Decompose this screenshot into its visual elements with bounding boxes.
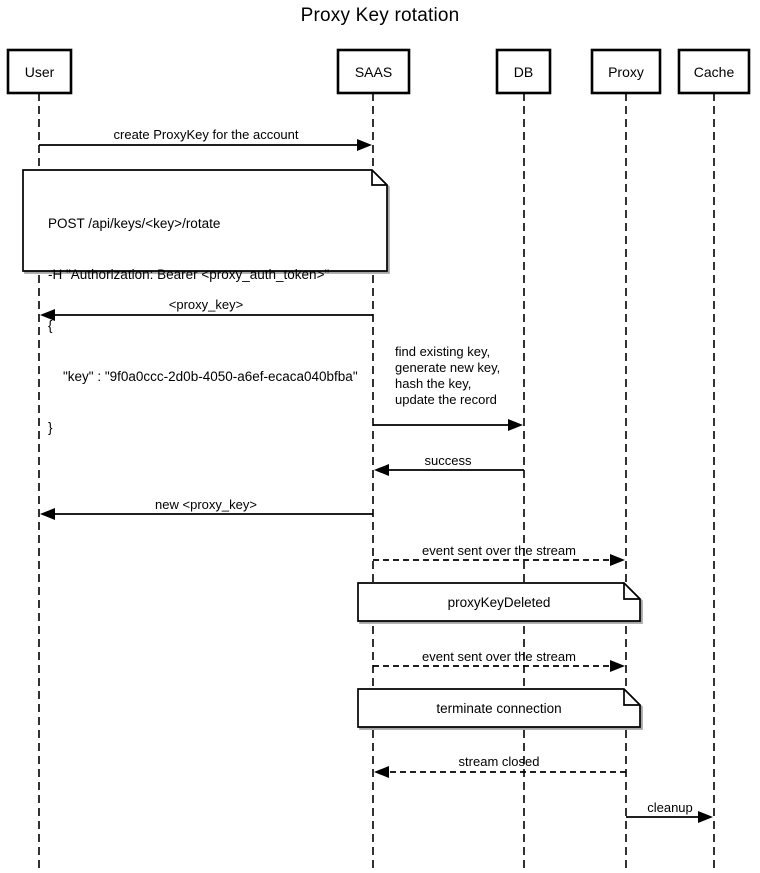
actor-box-proxy <box>590 48 662 95</box>
arrow-proxy-key <box>40 309 373 321</box>
actor-box-cache <box>677 48 751 95</box>
arrow-cleanup <box>626 811 713 823</box>
arrow-event-stream-1 <box>373 554 625 566</box>
arrow-event-stream-2 <box>373 660 625 672</box>
arrow-new-proxy-key <box>40 508 373 520</box>
arrow-create-proxykey <box>39 139 372 151</box>
arrow-db-update <box>373 419 523 431</box>
arrow-success <box>374 464 524 476</box>
actor-box-user <box>6 48 73 95</box>
note-terminate-connection-shape <box>357 688 641 728</box>
note-rotate-request-shape <box>22 169 388 272</box>
note-proxykeydeleted-shape <box>357 582 641 622</box>
arrow-stream-closed <box>374 766 626 778</box>
actor-box-db <box>495 48 552 95</box>
actor-box-saas <box>336 48 411 95</box>
